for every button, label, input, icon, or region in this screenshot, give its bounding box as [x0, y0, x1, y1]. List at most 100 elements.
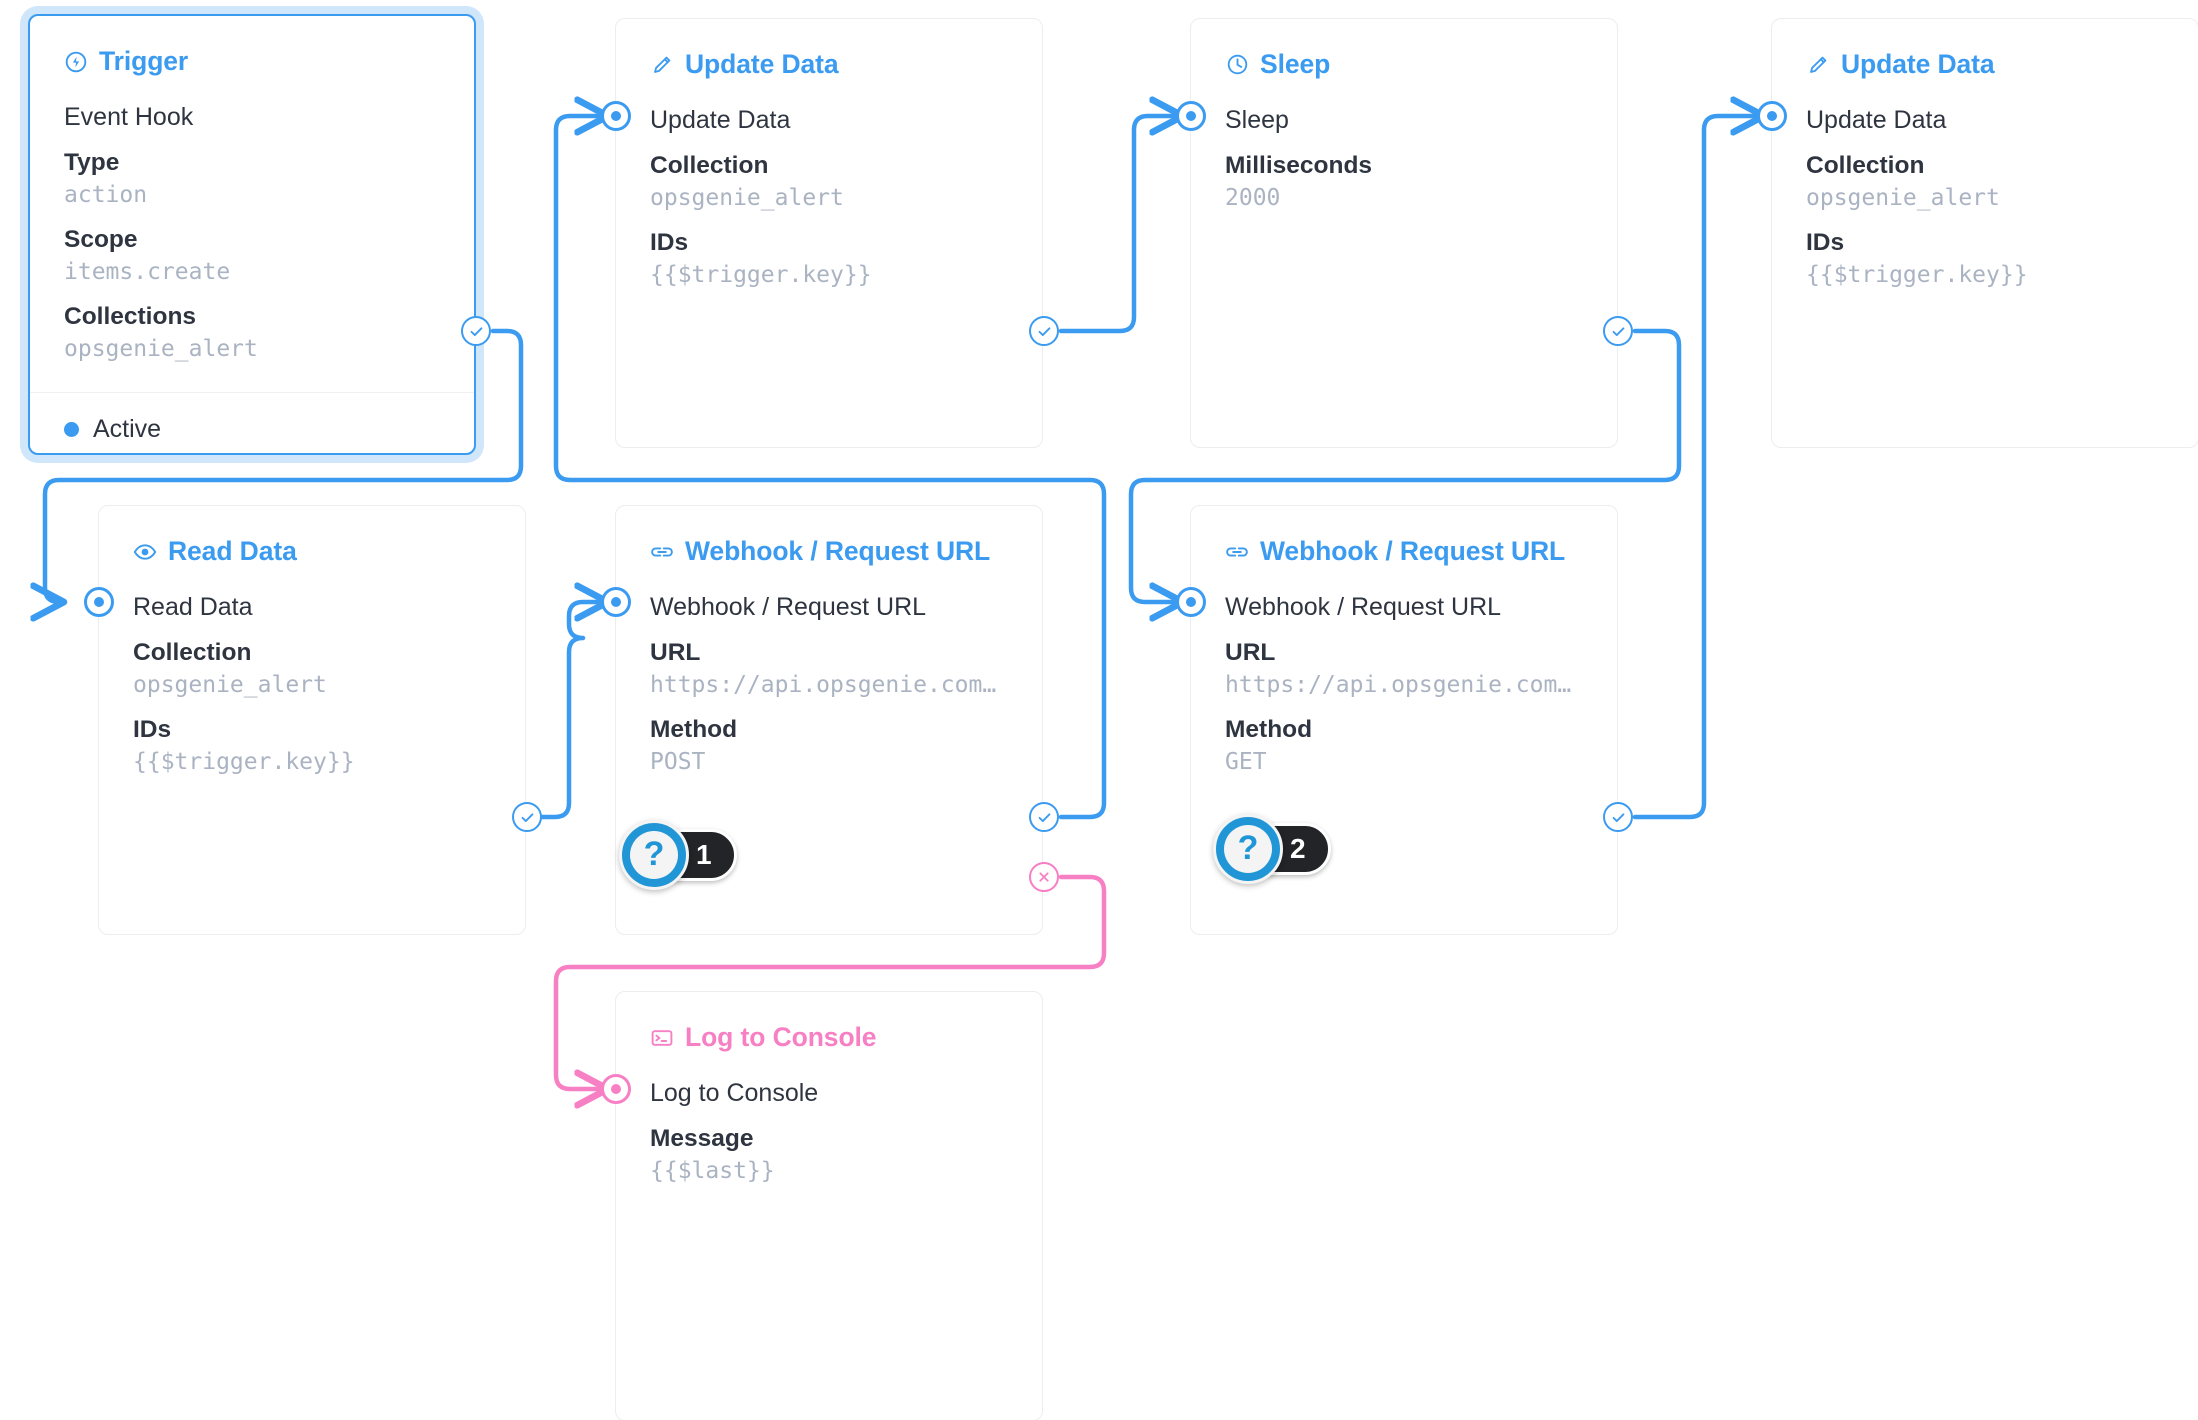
field-row: Method POST: [650, 714, 1008, 777]
field-value: POST: [650, 748, 706, 775]
field-row: Collection opsgenie_alert: [1806, 150, 2164, 213]
card-header-title: Log to Console: [685, 1022, 877, 1052]
input-port-webhook-1[interactable]: [601, 587, 631, 617]
field-row: URL https://api.opsgenie.com/v…: [1225, 637, 1583, 700]
field-row: IDs {{$trigger.key}}: [1806, 227, 2164, 290]
field-label: Method: [1225, 716, 1313, 744]
field-row: Message {{$last}}: [650, 1123, 1008, 1186]
link-icon: [1225, 540, 1249, 564]
field-row: Type action: [64, 147, 440, 210]
node-card-sleep[interactable]: Sleep Sleep Milliseconds 2000: [1190, 18, 1618, 448]
input-port-update-data-1[interactable]: [601, 101, 631, 131]
card-header: Webhook / Request URL: [650, 536, 1008, 567]
input-port-webhook-2[interactable]: [1176, 587, 1206, 617]
node-name: Event Hook: [64, 103, 194, 131]
output-port-resolve-sleep[interactable]: [1603, 316, 1633, 346]
field-row: URL https://api.opsgenie.com/v…: [650, 637, 1008, 700]
question-mark-icon[interactable]: ?: [619, 820, 689, 890]
field-label: IDs: [650, 229, 689, 257]
output-port-resolve-webhook-2[interactable]: [1603, 802, 1633, 832]
field-value: https://api.opsgenie.com/v…: [1225, 671, 1583, 698]
field-label: URL: [1225, 639, 1276, 666]
link-icon: [650, 540, 674, 564]
field-label: Message: [650, 1125, 754, 1152]
card-header-title: Update Data: [1841, 49, 1995, 79]
field-row: Collection opsgenie_alert: [133, 637, 491, 700]
node-card-log-to-console[interactable]: Log to Console Log to Console Message {{…: [615, 991, 1043, 1420]
field-value: {{$trigger.key}}: [1806, 261, 2028, 288]
card-header: Sleep: [1225, 49, 1583, 80]
eye-icon: [133, 540, 157, 564]
field-label: IDs: [1806, 229, 1845, 257]
field-value: opsgenie_alert: [64, 335, 258, 362]
field-label: Collections: [64, 303, 197, 331]
field-label: URL: [650, 639, 701, 666]
field-row: IDs {{$trigger.key}}: [133, 714, 491, 777]
field-value: {{$last}}: [650, 1157, 775, 1184]
output-port-resolve-read-data[interactable]: [512, 802, 542, 832]
output-port-resolve-webhook-1[interactable]: [1029, 802, 1059, 832]
card-header-title: Webhook / Request URL: [1260, 536, 1566, 566]
field-label: Scope: [64, 226, 138, 254]
card-header-title: Webhook / Request URL: [685, 536, 991, 566]
input-port-log-to-console[interactable]: [601, 1074, 631, 1104]
node-name: Sleep: [1225, 106, 1289, 134]
node-name: Update Data: [1806, 106, 1947, 134]
field-row: Scope items.create: [64, 224, 440, 287]
field-value: GET: [1225, 748, 1267, 775]
divider: [30, 392, 474, 394]
field-value: opsgenie_alert: [650, 184, 844, 211]
node-card-update-data-2[interactable]: Update Data Update Data Collection opsge…: [1771, 18, 2198, 448]
input-port-read-data[interactable]: [84, 587, 114, 617]
node-card-webhook-1[interactable]: Webhook / Request URL Webhook / Request …: [615, 505, 1043, 935]
help-badge-2[interactable]: ? 2: [1213, 814, 1331, 884]
card-header-title: Trigger: [99, 46, 189, 76]
node-card-read-data[interactable]: Read Data Read Data Collection opsgenie_…: [98, 505, 526, 935]
card-header: Update Data: [1806, 49, 2164, 80]
help-badge-1[interactable]: ? 1: [619, 820, 737, 890]
field-row: Collections opsgenie_alert: [64, 301, 440, 364]
card-header: Webhook / Request URL: [1225, 536, 1583, 567]
node-name: Update Data: [650, 106, 791, 134]
node-name: Log to Console: [650, 1079, 819, 1107]
pencil-icon: [1806, 53, 1830, 77]
output-port-resolve-update-data-1[interactable]: [1029, 316, 1059, 346]
help-badge-symbol: ?: [1224, 825, 1272, 873]
field-label: Collection: [650, 152, 769, 179]
bolt-circle-icon: [64, 50, 88, 74]
output-port-reject-webhook-1[interactable]: [1029, 862, 1059, 892]
field-label: Collection: [1806, 152, 1925, 179]
field-value: opsgenie_alert: [133, 671, 327, 698]
status-dot: [64, 422, 79, 438]
field-value: opsgenie_alert: [1806, 184, 2000, 211]
field-label: Type: [64, 149, 120, 176]
card-header: Read Data: [133, 536, 491, 567]
card-header: Log to Console: [650, 1022, 1008, 1053]
node-card-trigger[interactable]: Trigger Event Hook Type action Scope ite…: [28, 14, 476, 455]
field-label: Method: [650, 716, 738, 744]
field-value: items.create: [64, 258, 231, 285]
question-mark-icon[interactable]: ?: [1213, 814, 1283, 884]
input-port-sleep[interactable]: [1176, 101, 1206, 131]
node-name: Read Data: [133, 593, 253, 621]
input-port-update-data-2[interactable]: [1757, 101, 1787, 131]
field-row: Method GET: [1225, 714, 1583, 777]
field-value: 2000: [1225, 184, 1281, 211]
output-port-resolve-trigger[interactable]: [461, 316, 491, 346]
node-name: Webhook / Request URL: [650, 593, 927, 621]
status-label: Active: [93, 415, 162, 444]
field-label: Collection: [133, 639, 252, 666]
field-row: Collection opsgenie_alert: [650, 150, 1008, 213]
field-row: Milliseconds 2000: [1225, 150, 1583, 213]
node-card-update-data-1[interactable]: Update Data Update Data Collection opsge…: [615, 18, 1043, 448]
help-badge-symbol: ?: [630, 831, 678, 879]
field-value: {{$trigger.key}}: [133, 748, 355, 775]
card-header-title: Sleep: [1260, 49, 1331, 79]
card-header: Update Data: [650, 49, 1008, 80]
field-value: {{$trigger.key}}: [650, 261, 872, 288]
field-label: Milliseconds: [1225, 152, 1373, 179]
clock-icon: [1225, 53, 1249, 77]
pencil-icon: [650, 53, 674, 77]
node-name: Webhook / Request URL: [1225, 593, 1502, 621]
